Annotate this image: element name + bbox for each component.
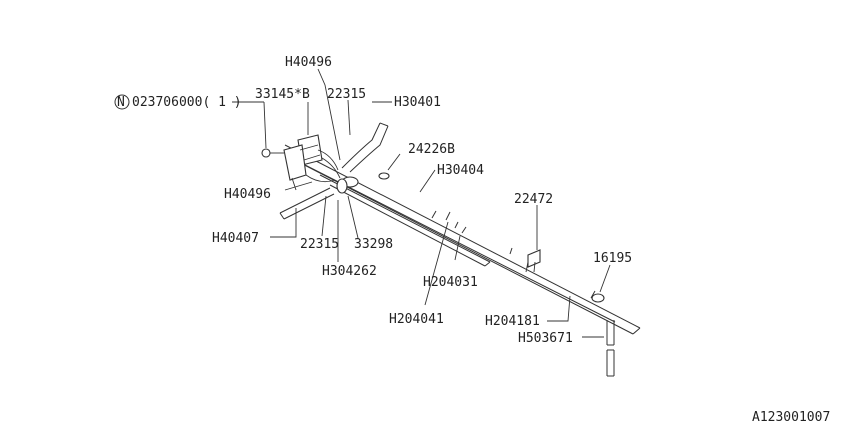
label-22315-bot: 22315 bbox=[300, 237, 339, 252]
label-h30401: H30401 bbox=[394, 95, 441, 110]
label-22472: 22472 bbox=[514, 192, 553, 207]
note-n-symbol: N bbox=[117, 95, 125, 110]
label-h204031: H204031 bbox=[423, 275, 478, 290]
clamp-group bbox=[336, 172, 605, 303]
part-labels: N 023706000( 1 ) 33145*B 22315 H30401 H4… bbox=[114, 55, 830, 425]
label-note-part: 023706000( 1 ) bbox=[132, 95, 242, 110]
bolt-icon bbox=[261, 148, 271, 158]
clamp-16195 bbox=[591, 293, 605, 303]
label-h40496-top: H40496 bbox=[285, 55, 332, 70]
label-24226b: 24226B bbox=[408, 142, 455, 157]
label-h40407: H40407 bbox=[212, 231, 259, 246]
label-h30404: H30404 bbox=[437, 163, 484, 178]
label-16195: 16195 bbox=[593, 251, 632, 266]
label-h204041: H204041 bbox=[389, 312, 444, 327]
lower-left-pipe bbox=[279, 187, 335, 220]
label-h40496-mid: H40496 bbox=[224, 187, 271, 202]
clamp-24226b bbox=[378, 172, 390, 180]
label-33145b: 33145*B bbox=[255, 87, 310, 102]
label-h503671: H503671 bbox=[518, 331, 573, 346]
solenoid-valve-assembly bbox=[261, 134, 341, 191]
upper-branch-pipe bbox=[341, 122, 389, 173]
leader-lines bbox=[232, 68, 611, 338]
short-tube-h503671 bbox=[606, 320, 615, 377]
label-22315-top: 22315 bbox=[327, 87, 366, 102]
clip-22472 bbox=[527, 249, 541, 268]
n-circle-icon bbox=[114, 94, 130, 110]
label-h204181: H204181 bbox=[485, 314, 540, 329]
label-33298: 33298 bbox=[354, 237, 393, 252]
label-h304262: H304262 bbox=[322, 264, 377, 279]
figure-id: A123001007 bbox=[752, 410, 830, 425]
